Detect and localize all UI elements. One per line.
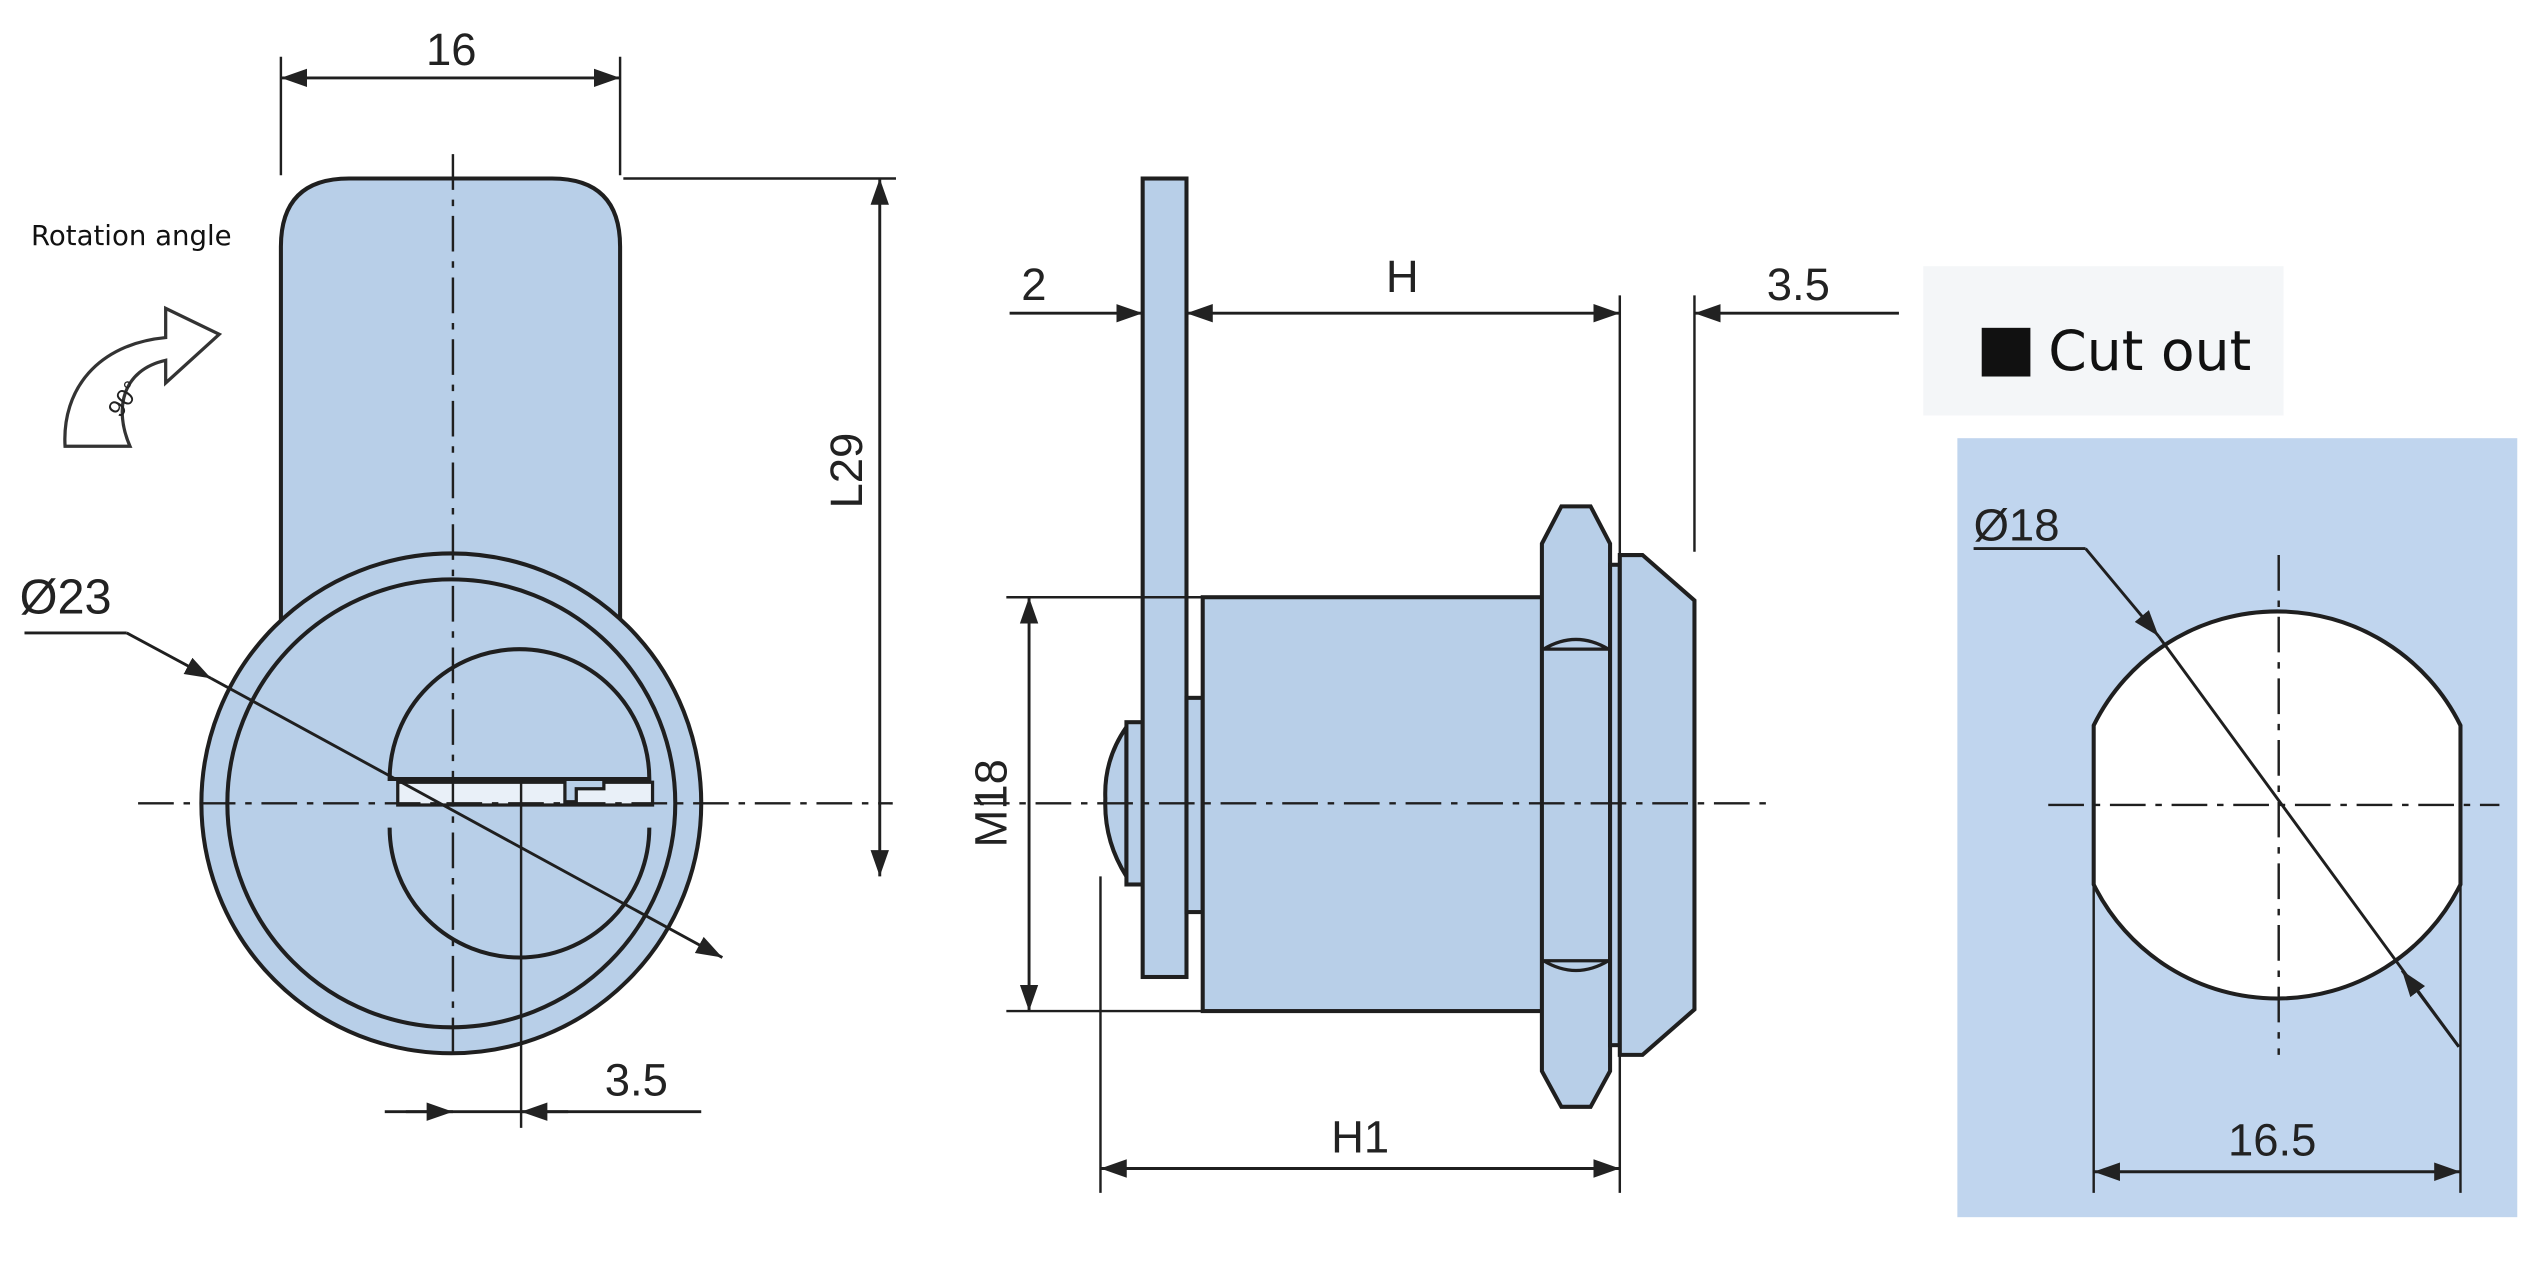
- plate-collar: [1184, 695, 1205, 915]
- height-dim-label: L29: [821, 433, 872, 509]
- keyway: [396, 780, 655, 807]
- key-plug: [387, 647, 652, 960]
- cutout-panel: [1957, 438, 2518, 1218]
- key-offset-dim-label: 3.5: [605, 1054, 668, 1105]
- body-dim-label: H: [1386, 251, 1419, 302]
- total-dim-label: H1: [1331, 1111, 1389, 1162]
- key-knob: [1103, 720, 1129, 884]
- side-view: [1103, 176, 1697, 1109]
- hex-nut: [1539, 504, 1613, 1109]
- plate-dim-label: 2: [1021, 259, 1046, 310]
- nut-dim-label: 3.5: [1767, 259, 1830, 310]
- width-dim-label: 16: [426, 24, 477, 75]
- mounting-plate: [1140, 176, 1189, 980]
- cam-arm: [278, 176, 623, 633]
- cutout-marker-icon: [1981, 327, 2031, 377]
- cutout-title: Cut out: [2048, 320, 2251, 384]
- rotation-label: Rotation angle: [31, 219, 232, 252]
- diameter-dim-label: Ø23: [20, 570, 112, 624]
- front-view: [24, 56, 896, 1128]
- thread-dim-label: M18: [965, 759, 1016, 847]
- front-bezel: [1617, 553, 1697, 1057]
- rotation-arrow-icon: [63, 305, 223, 448]
- cutout-width-label: 16.5: [2228, 1115, 2316, 1166]
- cutout-diameter-label: Ø18: [1974, 499, 2060, 550]
